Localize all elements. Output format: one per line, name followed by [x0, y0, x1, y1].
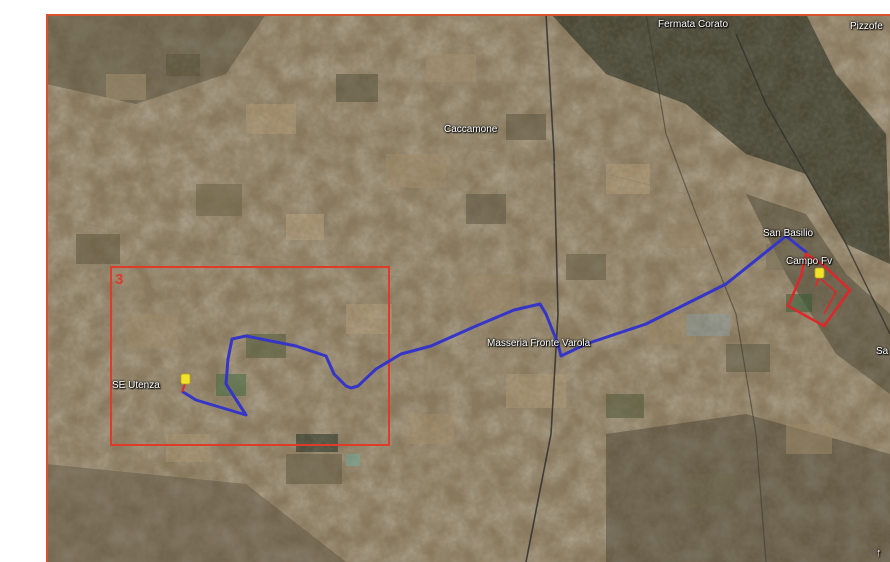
cable-route — [181, 234, 808, 417]
label-campo-fv: Campo Fv — [786, 256, 833, 267]
label-edge-right: Sa — [876, 346, 889, 357]
pin-campo-fv[interactable] — [814, 267, 825, 287]
satellite-imagery — [46, 14, 890, 562]
label-san-basilio: San Basilio — [763, 228, 814, 239]
inset-box-number: 3 — [115, 271, 124, 288]
satellite-map[interactable]: Fermata Corato Pizzofe Caccamone San Bas… — [46, 14, 890, 562]
label-caccamone: Caccamone — [444, 124, 498, 135]
pv-site-outline — [786, 252, 852, 328]
label-se-utenza: SE Utenza — [112, 380, 160, 391]
label-fermata: Fermata Corato — [658, 19, 729, 30]
north-arrow-icon: ↑ — [876, 547, 882, 559]
label-pizzofe: Pizzofe — [850, 21, 883, 32]
label-masseria: Masseria Fronte Varola — [487, 338, 591, 349]
inset-box-3 — [110, 266, 390, 446]
roads — [46, 14, 890, 562]
pin-se-utenza[interactable] — [180, 373, 191, 393]
